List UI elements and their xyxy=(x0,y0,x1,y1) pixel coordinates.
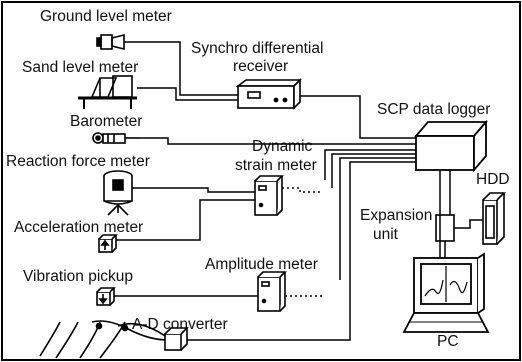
line-strain-logger xyxy=(282,187,320,193)
dynamic-strain-meter-label-2: strain meter xyxy=(235,157,317,174)
expansion-unit-label-1: Expansion xyxy=(360,207,432,224)
pc-label: PC xyxy=(437,333,459,350)
amplitude-meter-label: Amplitude meter xyxy=(205,256,318,273)
scp-data-logger-icon xyxy=(414,119,488,173)
barometer-icon xyxy=(92,132,140,144)
acceleration-meter-icon xyxy=(98,234,118,253)
vibration-pickup-icon xyxy=(96,287,116,306)
line-acceleration xyxy=(116,199,255,241)
reaction-force-meter-label: Reaction force meter xyxy=(6,153,150,170)
synchro-receiver-icon xyxy=(235,78,302,110)
line-sand-level xyxy=(137,87,238,101)
line-adc-logger xyxy=(187,161,416,341)
line-expansion-hdd xyxy=(454,219,483,229)
line-amplitude-logger-2 xyxy=(339,157,416,280)
barometer-label: Barometer xyxy=(70,113,142,130)
synchro-receiver-label-2: receiver xyxy=(233,58,288,75)
reaction-force-meter-icon xyxy=(103,170,133,216)
expansion-unit-icon xyxy=(435,214,455,242)
connection-lines xyxy=(114,41,483,341)
dynamic-strain-meter-icon xyxy=(254,175,284,216)
ad-converter-label: A-D converter xyxy=(132,316,228,333)
hdd-label: HDD xyxy=(476,171,510,188)
ad-converter-icon xyxy=(164,327,189,351)
line-reaction-force xyxy=(132,187,255,193)
line-strain-logger-2 xyxy=(324,149,416,180)
sand-level-meter-icon xyxy=(78,75,137,109)
dynamic-strain-meter-label-1: Dynamic xyxy=(252,138,313,155)
amplitude-meter-icon xyxy=(257,271,287,312)
scp-data-logger-label: SCP data logger xyxy=(377,101,490,118)
ground-level-meter-icon xyxy=(96,33,125,51)
line-ground-level xyxy=(124,41,238,96)
pc-icon xyxy=(402,252,490,333)
acceleration-meter-label: Acceleration meter xyxy=(14,219,143,236)
line-barometer xyxy=(140,137,416,145)
vibration-pickup-label: Vibration pickup xyxy=(23,268,133,285)
hdd-icon xyxy=(482,192,506,245)
synchro-receiver-label-1: Synchro differential xyxy=(191,40,323,57)
expansion-unit-label-2: unit xyxy=(373,226,399,243)
line-strain-logger-3 xyxy=(331,153,416,188)
line-receiver-logger xyxy=(300,95,416,139)
ground-level-meter-label: Ground level meter xyxy=(40,8,172,25)
sensor-cables-icon xyxy=(39,320,169,359)
sand-level-meter-label: Sand level meter xyxy=(22,59,138,76)
